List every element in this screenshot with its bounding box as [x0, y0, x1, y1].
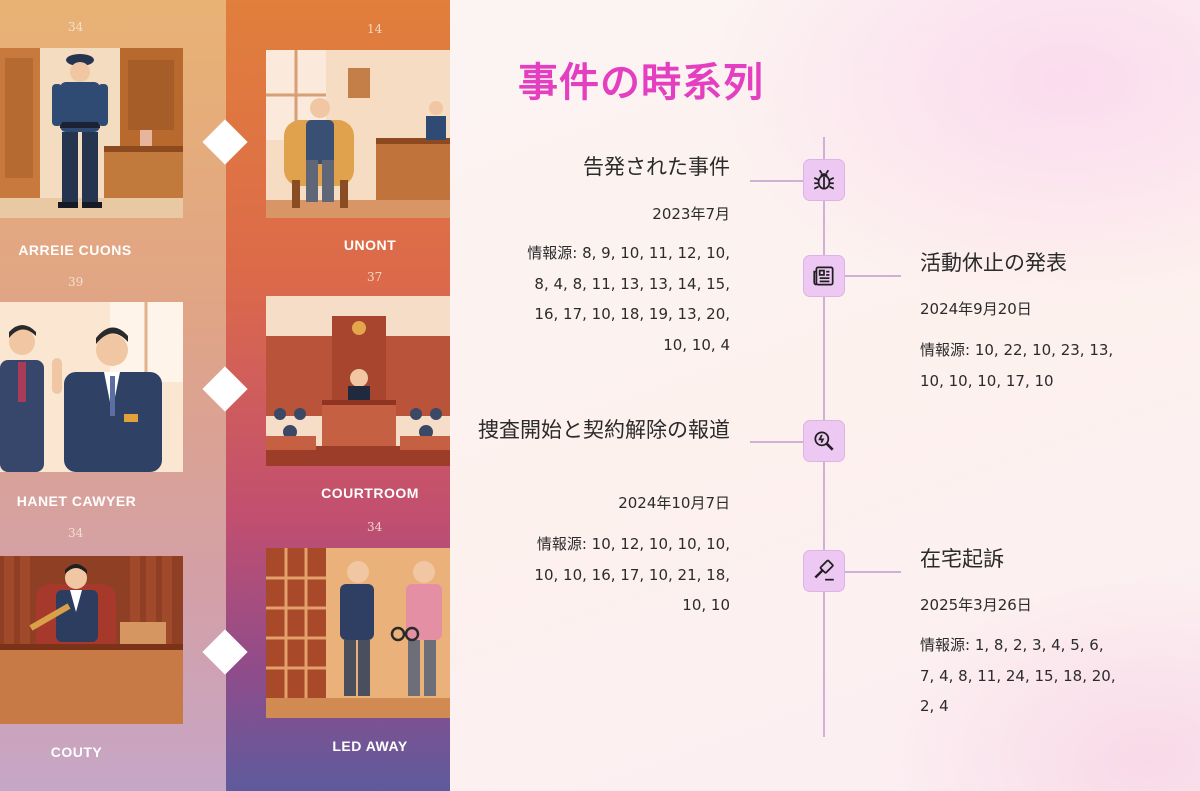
event-date: 2024年10月7日 — [618, 494, 730, 512]
judge-illustration — [0, 556, 183, 724]
event-title: 在宅起訴 — [920, 547, 1004, 571]
panel-label: ARREIE CUONS — [18, 242, 132, 258]
timeline-section: 事件の時系列 告発された事件 2023年7月 情報源: 8, 9, 10, 11… — [450, 0, 1200, 791]
panel-number: 34 — [68, 526, 84, 540]
panel-unont — [266, 50, 450, 218]
event-icon-box — [803, 255, 845, 297]
panel-number: 39 — [68, 275, 84, 289]
event-date: 2023年7月 — [652, 205, 730, 223]
seated-man-illustration — [266, 50, 450, 218]
courtroom-illustration — [266, 296, 450, 466]
magnifier-icon — [814, 431, 834, 451]
panel-label: COURTROOM — [321, 485, 419, 501]
panel-number: 14 — [367, 22, 383, 36]
event-icon-box — [803, 550, 845, 592]
lawyers-illustration — [0, 302, 183, 472]
timeline-connector — [750, 180, 804, 182]
panel-label: HANET CAWYER — [16, 493, 137, 509]
illustration-column: 34 ARREIE CUONS 14 — [0, 0, 450, 791]
panel-label: LED AWAY — [332, 738, 408, 754]
panel-lawyer — [0, 302, 183, 472]
panel-number: 37 — [367, 270, 383, 284]
panel-label: UNONT — [343, 237, 397, 253]
gavel-icon — [814, 559, 834, 581]
bug-icon — [813, 169, 835, 190]
panel-led-away — [266, 548, 450, 718]
newspaper-icon — [813, 266, 834, 286]
panel-number: 34 — [68, 20, 84, 34]
event-icon-box — [803, 420, 845, 462]
event-title: 捜査開始と契約解除の報道 — [478, 418, 730, 442]
timeline-connector — [845, 275, 901, 277]
panel-label: COUTY — [50, 744, 103, 760]
event-sources: 情報源: 8, 9, 10, 11, 12, 10, 8, 4, 8, 11, … — [527, 244, 730, 354]
panel-courtroom — [266, 296, 450, 466]
event-date: 2024年9月20日 — [920, 300, 1032, 318]
event-title: 告発された事件 — [583, 155, 730, 179]
led-away-illustration — [266, 548, 450, 718]
timeline-connector — [845, 571, 901, 573]
timeline-connector — [750, 441, 804, 443]
police-officer-illustration — [0, 48, 183, 218]
event-title: 活動休止の発表 — [920, 251, 1067, 275]
event-date: 2025年3月26日 — [920, 596, 1032, 614]
panel-arrest — [0, 48, 183, 218]
event-sources: 情報源: 10, 12, 10, 10, 10, 10, 10, 16, 17,… — [534, 535, 730, 614]
event-sources: 情報源: 1, 8, 2, 3, 4, 5, 6, 7, 4, 8, 11, 2… — [920, 636, 1116, 715]
page-title: 事件の時系列 — [518, 60, 764, 106]
panel-judge — [0, 556, 183, 724]
event-sources: 情報源: 10, 22, 10, 23, 13, 10, 10, 10, 17,… — [920, 341, 1114, 390]
event-icon-box — [803, 159, 845, 201]
panel-number: 34 — [367, 520, 383, 534]
